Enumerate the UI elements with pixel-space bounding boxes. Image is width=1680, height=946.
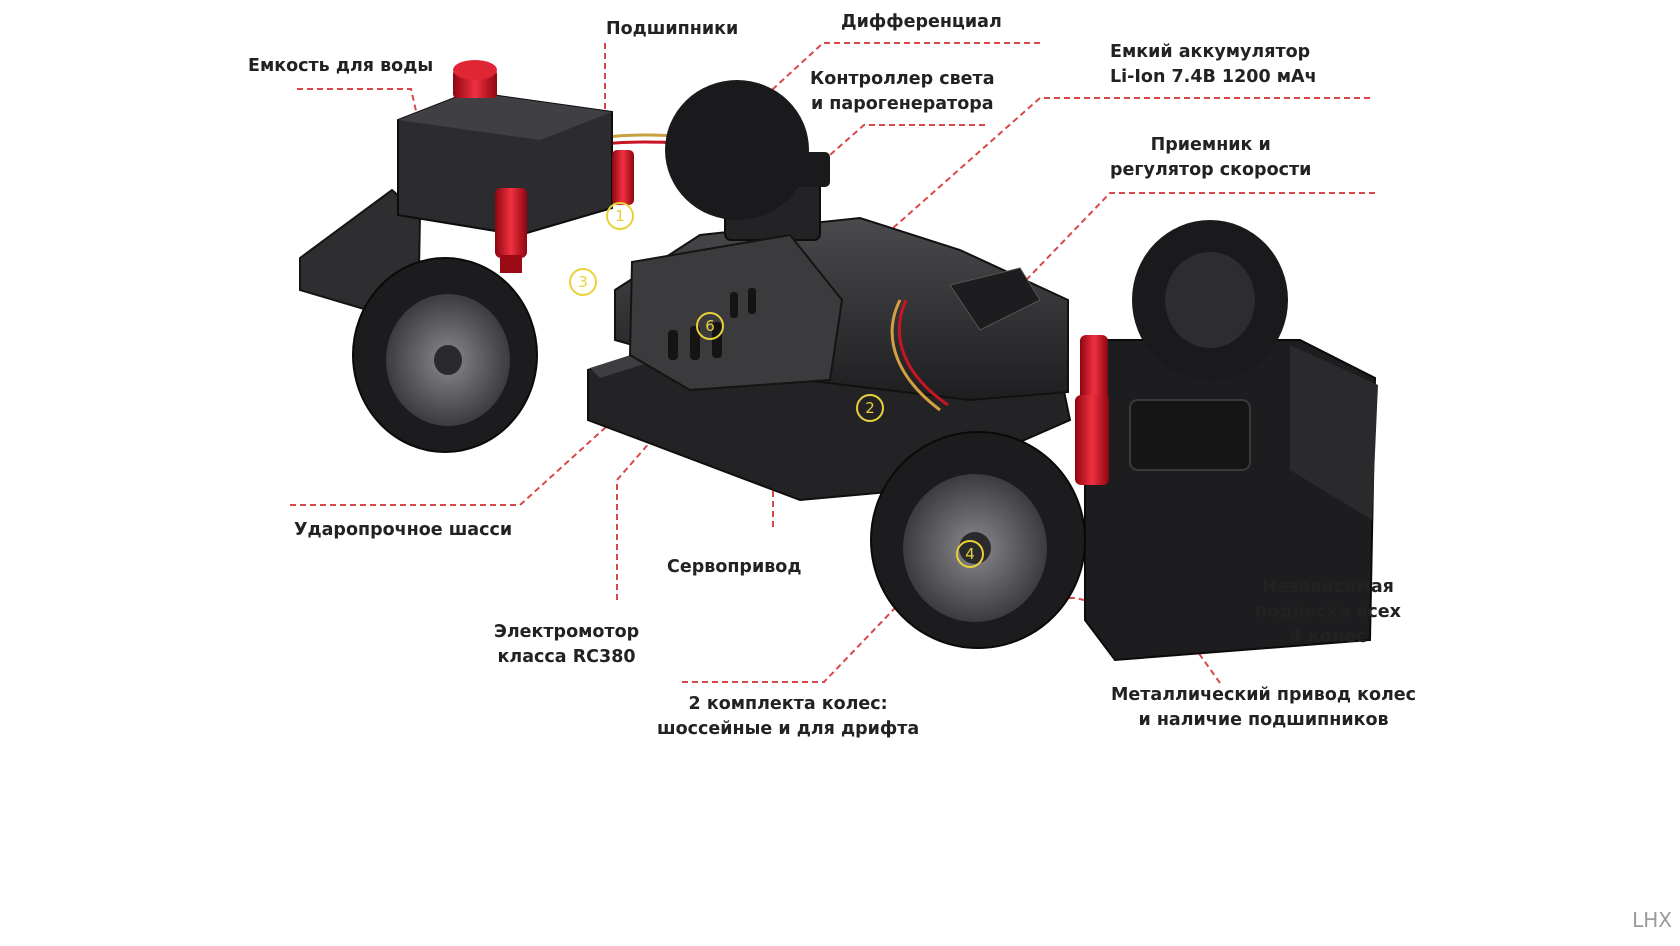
- marker-4: 4: [965, 545, 975, 563]
- label-wheels: 2 комплекта колес: шоссейные и для дрифт…: [657, 694, 920, 739]
- wheel-rear-left: [352, 257, 538, 453]
- label-chassis: Ударопрочное шасси: [294, 520, 513, 540]
- part-markers: [569, 202, 984, 568]
- wheel-rear-right: [665, 80, 809, 220]
- label-bearings: Подшипники: [606, 19, 739, 39]
- watermark: LHX: [1632, 908, 1672, 932]
- label-receiver: Приемник и регулятор скорости: [1110, 135, 1312, 180]
- marker-numbers: 1 2 3 4 6: [578, 207, 975, 563]
- marker-6: 6: [705, 317, 715, 335]
- wheel-front-right: [1132, 220, 1288, 380]
- wheel-front-left: [870, 431, 1086, 649]
- marker-2: 2: [865, 399, 875, 417]
- label-drive: Металлический привод колес и наличие под…: [1111, 685, 1417, 730]
- label-controller: Контроллер света и парогенератора: [810, 69, 995, 114]
- label-battery: Емкий аккумулятор Li-Ion 7.4В 1200 мАч: [1110, 42, 1317, 87]
- label-motor: Электромотор класса RC380: [494, 622, 640, 667]
- label-servo: Сервопривод: [667, 557, 802, 577]
- label-water-tank: Емкость для воды: [248, 56, 434, 76]
- marker-3: 3: [578, 273, 588, 291]
- label-differential: Дифференциал: [841, 12, 1002, 32]
- label-suspension: Независимая подвеска всех 4 колес: [1255, 577, 1401, 647]
- marker-1: 1: [615, 207, 625, 225]
